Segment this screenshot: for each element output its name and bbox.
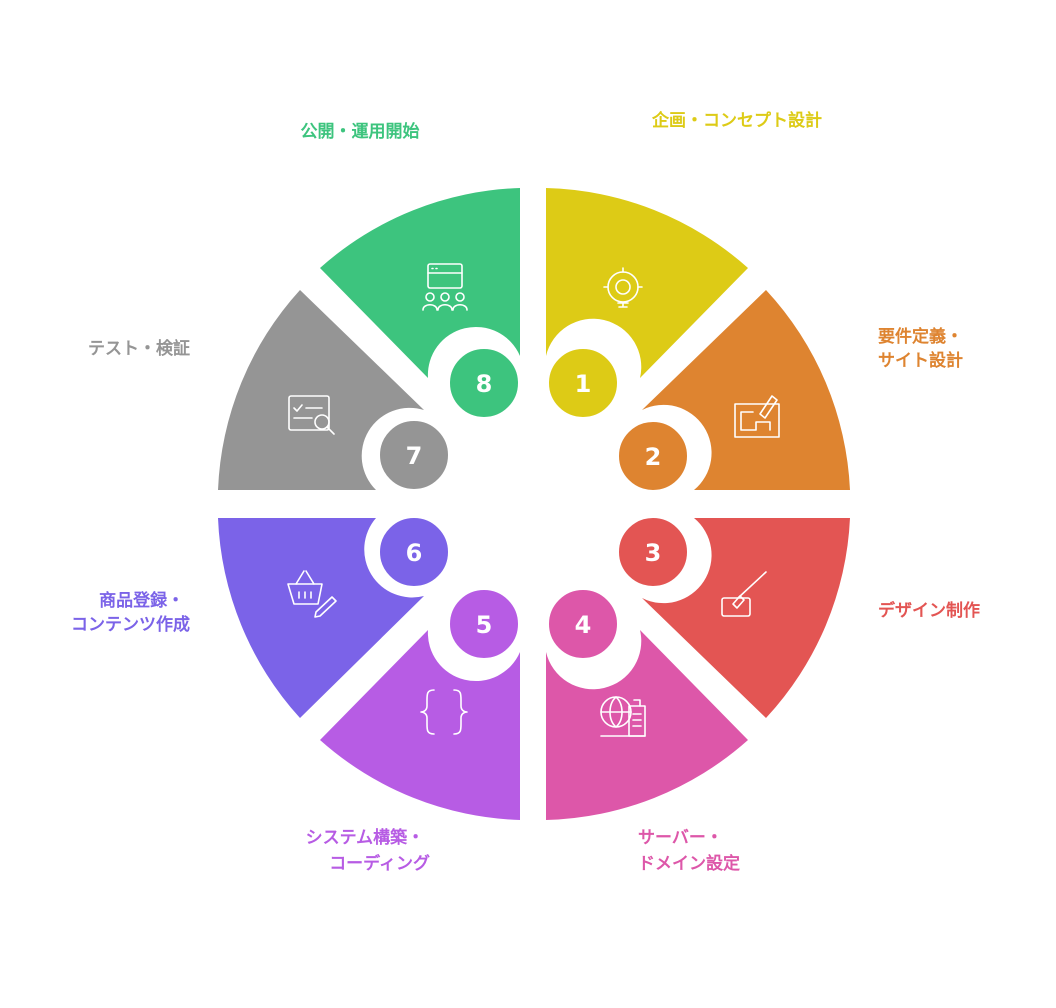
step-4-segment: [546, 630, 748, 820]
step-6-label-line-2: コンテンツ作成: [71, 614, 190, 635]
step-5-label: システム構築・ コーディング: [306, 827, 430, 874]
step-4-number: 4: [575, 611, 592, 639]
step-4-badge: [547, 588, 619, 660]
step-1-number: 1: [575, 370, 592, 398]
step-5-badge: [448, 588, 520, 660]
step-7-segment: [218, 290, 424, 490]
step-8-group: 8 公開・運用開始: [301, 121, 520, 419]
step-6-label-line-1: 商品登録・: [99, 590, 184, 611]
step-7-label: テスト・検証: [88, 338, 190, 359]
step-2-label-line-2: サイト設計: [878, 350, 963, 371]
step-3-segment: [642, 518, 850, 718]
step-2-number: 2: [645, 443, 662, 471]
step-8-badge: [448, 347, 520, 419]
step-2-label: 要件定義・ サイト設計: [878, 326, 969, 371]
blueprint-pencil-icon: [734, 395, 780, 438]
step-3-number: 3: [645, 539, 662, 567]
step-6-segment: [218, 518, 424, 718]
step-1-label: 企画・コンセプト設計: [651, 110, 822, 131]
step-2-label-line-1: 要件定義・: [878, 326, 963, 347]
step-7-badge: [378, 419, 450, 491]
step-6-badge: [378, 516, 450, 588]
step-2-segment: [642, 290, 850, 490]
step-1-group: 1 企画・コンセプト設計: [546, 110, 822, 419]
step-2-badge: [617, 420, 689, 492]
step-3-label: デザイン制作: [878, 600, 980, 621]
browser-people-icon: [422, 263, 468, 311]
step-8-label-line-1: 公開・運用開始: [301, 121, 420, 142]
step-5-number: 5: [476, 611, 493, 639]
step-7-number: 7: [406, 442, 423, 470]
checklist-magnifier-icon: [288, 395, 335, 435]
gear-bulb-icon: [603, 267, 643, 308]
step-3-group: 3 デザイン制作: [617, 516, 980, 718]
step-4-label: サーバー・ ドメイン設定: [638, 828, 740, 874]
step-2-group: 2 要件定義・ サイト設計: [617, 290, 969, 492]
step-4-label-line-2: ドメイン設定: [638, 853, 740, 874]
step-1-segment: [546, 188, 748, 378]
step-6-label: 商品登録・ コンテンツ作成: [71, 590, 190, 635]
step-3-badge: [617, 516, 689, 588]
step-5-segment: [320, 630, 520, 820]
step-4-label-line-1: サーバー・: [638, 828, 723, 848]
step-8-label: 公開・運用開始: [301, 121, 420, 142]
step-3-label-line-1: デザイン制作: [878, 600, 980, 621]
step-8-segment: [320, 188, 520, 378]
step-7-group: 7 テスト・検証: [88, 290, 450, 491]
step-6-group: 6 商品登録・ コンテンツ作成: [71, 516, 450, 718]
step-8-number: 8: [476, 370, 493, 398]
step-7-label-line-1: テスト・検証: [88, 338, 190, 359]
step-1-label-line-1: 企画・コンセプト設計: [651, 110, 822, 131]
curly-braces-icon: [420, 689, 468, 735]
step-5-group: 5 システム構築・ コーディング: [306, 588, 520, 874]
step-5-label-line-2: コーディング: [329, 853, 430, 874]
step-6-number: 6: [406, 539, 423, 567]
step-1-badge: [547, 347, 619, 419]
basket-pencil-icon: [287, 570, 337, 618]
step-4-group: 4 サーバー・ ドメイン設定: [546, 588, 748, 874]
step-5-label-line-1: システム構築・: [306, 827, 425, 848]
paintbrush-icon: [721, 571, 767, 617]
globe-building-icon: [600, 696, 646, 737]
